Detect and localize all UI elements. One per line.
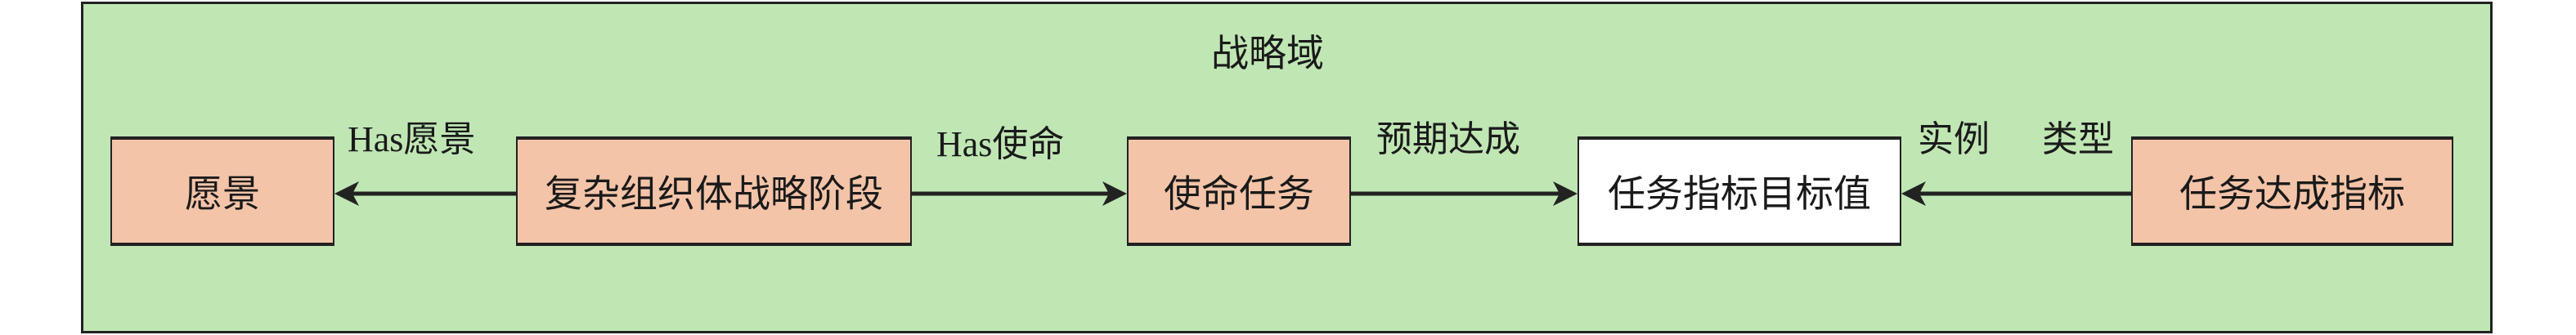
edge-label-has-vision: Has愿景 xyxy=(348,119,476,159)
node-strategy-stage[interactable]: 复杂组织体战略阶段 xyxy=(516,136,912,246)
node-achievement-indicator[interactable]: 任务达成指标 xyxy=(2131,136,2453,246)
edge-has-mission-arrow xyxy=(912,181,1127,206)
edge-label-has-mission: Has使命 xyxy=(936,124,1065,164)
edge-label-instance: 实例 xyxy=(1918,119,1990,159)
edge-expected-arrow xyxy=(1351,181,1577,206)
edge-label-type: 类型 xyxy=(2042,119,2114,159)
edge-label-expected: 预期达成 xyxy=(1376,119,1520,159)
edge-instance-type-arrow xyxy=(1901,181,2131,206)
node-target-value[interactable]: 任务指标目标值 xyxy=(1577,136,1901,246)
edge-has-vision-arrow xyxy=(334,181,516,206)
node-mission-task[interactable]: 使命任务 xyxy=(1127,136,1351,246)
node-vision[interactable]: 愿景 xyxy=(110,136,334,246)
domain-title: 战略域 xyxy=(1211,33,1324,74)
